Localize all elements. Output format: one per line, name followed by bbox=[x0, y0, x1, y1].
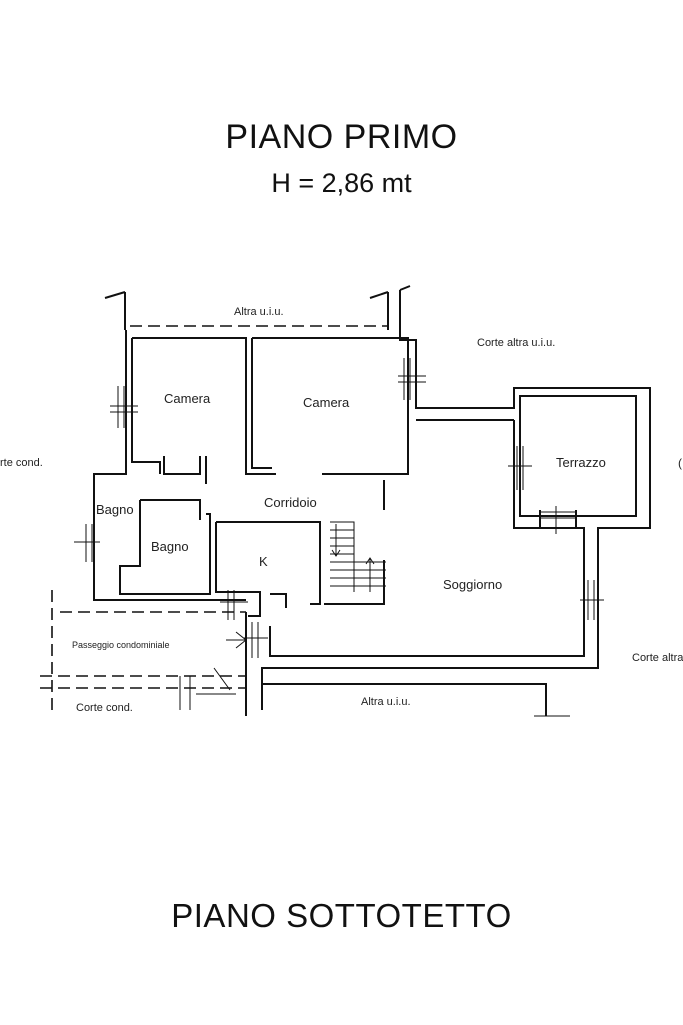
camera-walls bbox=[131, 337, 409, 475]
floor-title-first: PIANO PRIMO bbox=[225, 118, 458, 156]
floor-title-attic: PIANO SOTTOTETTO bbox=[171, 897, 512, 934]
label-camera-1: Camera bbox=[164, 391, 211, 406]
staircase bbox=[330, 521, 386, 592]
ceiling-height: H = 2,86 mt bbox=[271, 168, 412, 198]
label-corte-cond-left: rte cond. bbox=[0, 457, 43, 469]
label-k: K bbox=[259, 554, 268, 569]
top-neighbour-outline bbox=[104, 285, 411, 330]
label-bagno-1: Bagno bbox=[96, 502, 134, 517]
label-camera-2: Camera bbox=[303, 395, 350, 410]
kitchen-corridor-walls bbox=[215, 480, 385, 617]
label-soggiorno: Soggiorno bbox=[443, 577, 502, 592]
passaggio-condominiale bbox=[40, 590, 247, 716]
label-corte-cond-bottom: Corte cond. bbox=[76, 702, 133, 714]
label-corridoio: Corridoio bbox=[264, 495, 317, 510]
exterior-walls bbox=[93, 330, 651, 710]
label-corte-altra-top: Corte altra u.i.u. bbox=[477, 337, 555, 349]
window-marks bbox=[74, 358, 604, 658]
label-bagno-2: Bagno bbox=[151, 539, 189, 554]
label-right-edge: ( bbox=[678, 456, 682, 470]
label-passaggio: Passeggio condominiale bbox=[72, 640, 170, 650]
label-altra-top: Altra u.i.u. bbox=[234, 306, 284, 318]
bagno-walls bbox=[93, 456, 211, 595]
terrazzo-walls bbox=[269, 395, 637, 657]
label-altra-bottom: Altra u.i.u. bbox=[361, 696, 411, 708]
label-terrazzo: Terrazzo bbox=[556, 455, 606, 470]
bottom-neighbour bbox=[262, 683, 570, 717]
label-corte-altra-right: Corte altra bbox=[632, 652, 683, 664]
